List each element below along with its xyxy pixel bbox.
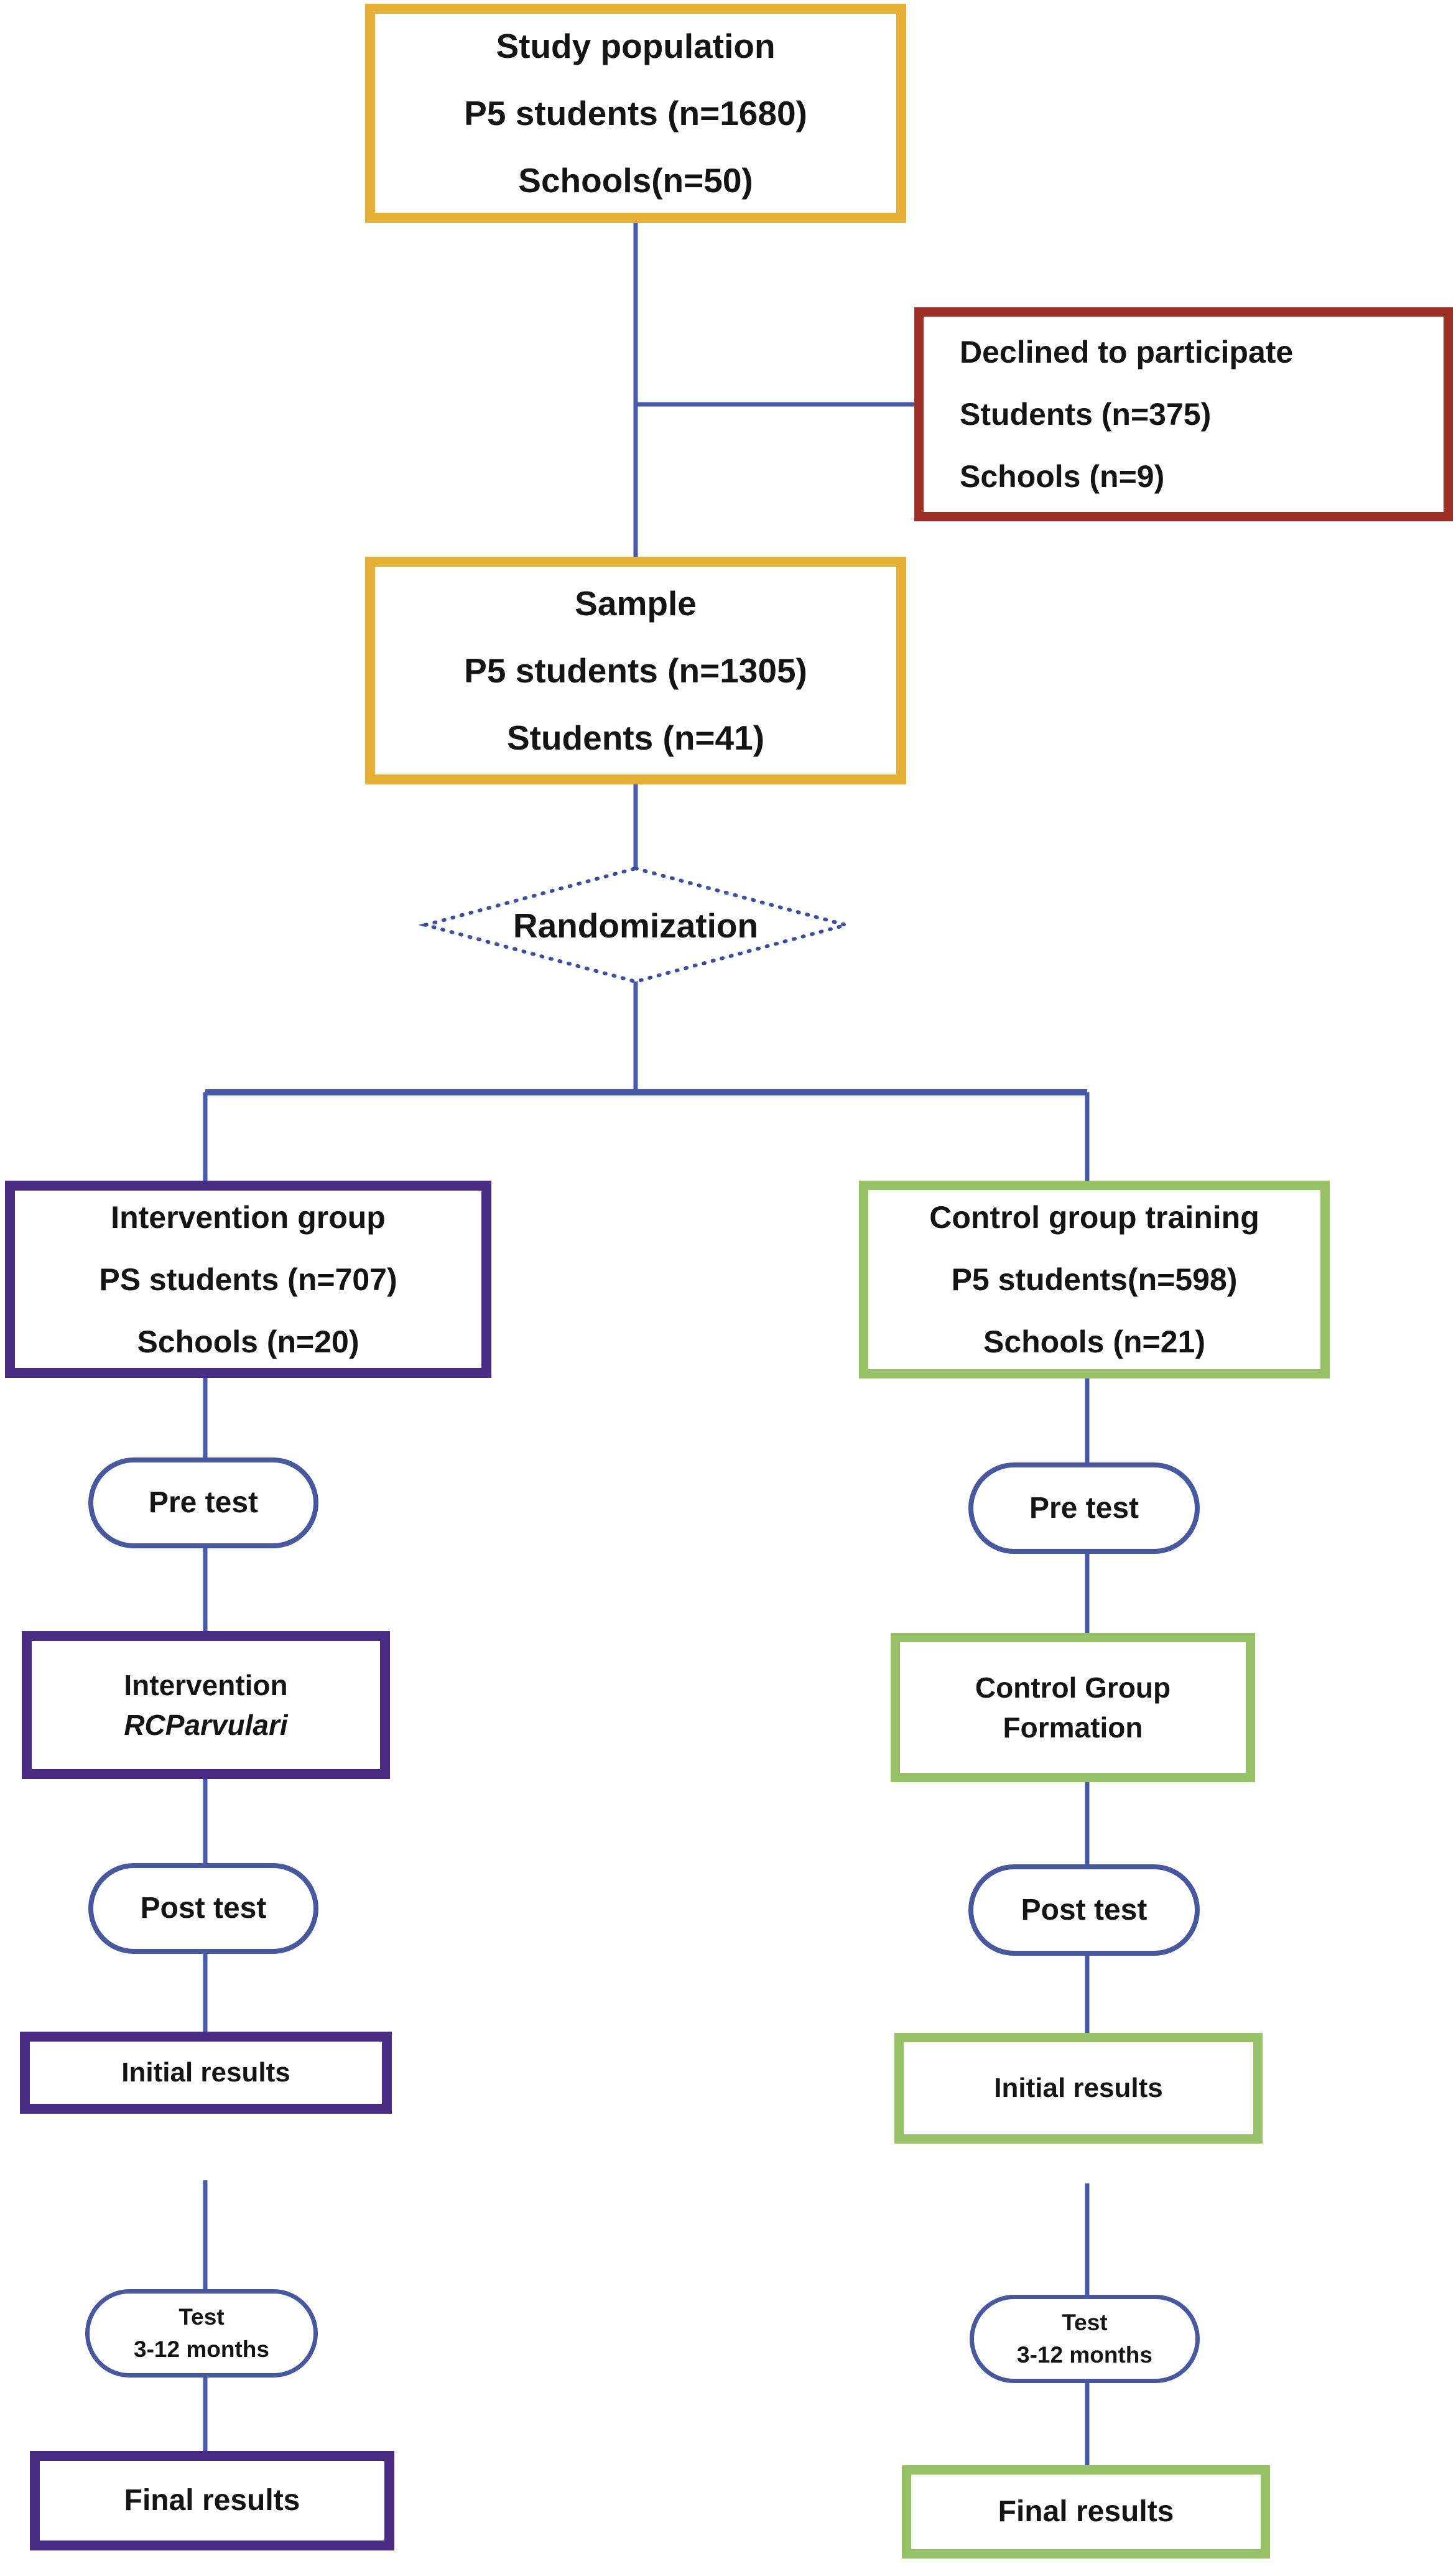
- pre-test-left-label: Pre test: [148, 1486, 259, 1519]
- declined-students: Students (n=375): [960, 397, 1212, 432]
- test-followup-right-line2: 3-12 months: [1017, 2342, 1152, 2368]
- final-results-right-box: Final results: [902, 2465, 1270, 2559]
- study-population-box: Study population P5 students (n=1680) Sc…: [365, 4, 906, 223]
- sample-schools: Students (n=41): [506, 718, 765, 757]
- study-population-students: P5 students (n=1680): [464, 94, 807, 132]
- control-formation-line2: Formation: [1003, 1711, 1143, 1744]
- randomization-diamond: [418, 866, 853, 984]
- post-test-right-oval: Post test: [968, 1864, 1200, 1956]
- intervention-group-box: Intervention group PS students (n=707) S…: [5, 1181, 491, 1378]
- post-test-right-label: Post test: [1021, 1893, 1148, 1927]
- sample-title: Sample: [575, 584, 697, 623]
- pre-test-right-label: Pre test: [1029, 1491, 1139, 1525]
- control-formation-line1: Control Group: [975, 1671, 1171, 1704]
- control-group-students: P5 students(n=598): [951, 1262, 1238, 1297]
- intervention-group-schools: Schools (n=20): [137, 1324, 359, 1359]
- study-population-schools: Schools(n=50): [518, 161, 753, 200]
- initial-results-left-label: Initial results: [121, 2057, 290, 2088]
- sample-box: Sample P5 students (n=1305) Students (n=…: [365, 557, 906, 784]
- final-results-left-box: Final results: [30, 2451, 394, 2550]
- declined-title: Declined to participate: [960, 335, 1294, 370]
- initial-results-left-box: Initial results: [20, 2032, 392, 2114]
- intervention-group-students: PS students (n=707): [99, 1262, 397, 1297]
- randomization-label: Randomization: [512, 906, 759, 945]
- declined-schools: Schools (n=9): [960, 459, 1165, 494]
- sample-students: P5 students (n=1305): [464, 651, 807, 690]
- intervention-line1: Intervention: [124, 1669, 288, 1701]
- intervention-box: Intervention RCParvulari: [22, 1631, 390, 1779]
- initial-results-right-label: Initial results: [994, 2073, 1163, 2103]
- final-results-right-label: Final results: [998, 2495, 1174, 2528]
- study-population-title: Study population: [496, 27, 776, 65]
- post-test-left-oval: Post test: [88, 1863, 318, 1954]
- test-followup-left-line1: Test: [179, 2304, 225, 2330]
- control-formation-box: Control Group Formation: [891, 1633, 1255, 1782]
- control-group-box: Control group training P5 students(n=598…: [859, 1181, 1330, 1378]
- test-followup-right-oval: Test 3-12 months: [970, 2295, 1200, 2383]
- initial-results-right-box: Initial results: [894, 2033, 1263, 2144]
- test-followup-right-line1: Test: [1062, 2310, 1108, 2335]
- post-test-left-label: Post test: [140, 1892, 267, 1925]
- control-group-schools: Schools (n=21): [983, 1324, 1206, 1359]
- pre-test-left-oval: Pre test: [88, 1457, 318, 1548]
- declined-box: Declined to participate Students (n=375)…: [914, 307, 1453, 521]
- control-group-title: Control group training: [929, 1200, 1259, 1235]
- pre-test-right-oval: Pre test: [968, 1462, 1200, 1554]
- test-followup-left-line2: 3-12 months: [134, 2336, 269, 2362]
- intervention-line2: RCParvulari: [124, 1709, 288, 1741]
- intervention-group-title: Intervention group: [111, 1199, 386, 1235]
- final-results-left-label: Final results: [124, 2484, 300, 2517]
- test-followup-left-oval: Test 3-12 months: [85, 2289, 318, 2378]
